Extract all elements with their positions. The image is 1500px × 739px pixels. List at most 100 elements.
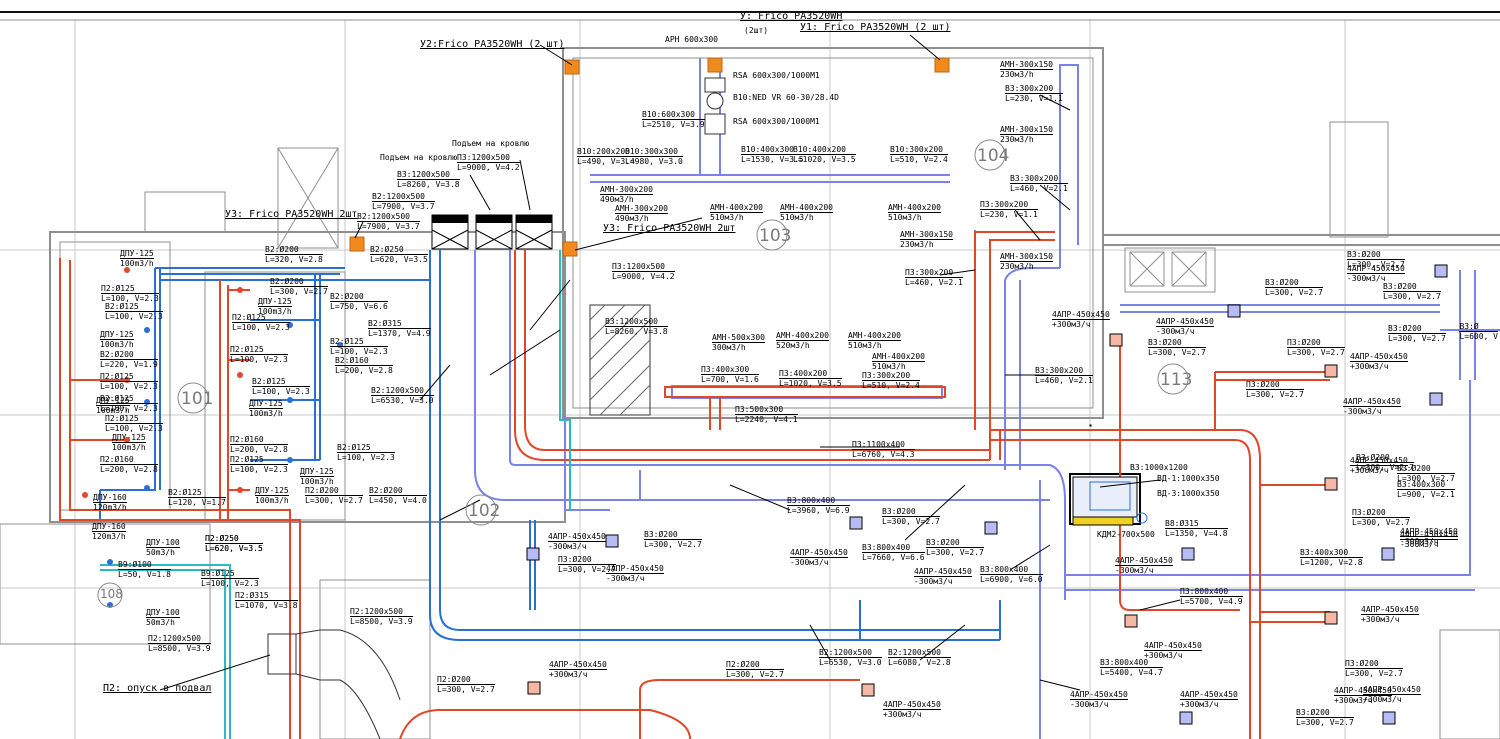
roof-note-1: Подъем на кровлю [380, 153, 458, 162]
duct-label-b3_200r2-size: В3:Ø200 [1265, 278, 1323, 288]
duct-label-vd1-size: ВД-1:1000х350 [1157, 474, 1220, 483]
rsa-label-2: RSA 600x300/1000M1 [733, 117, 820, 126]
grille-label-g5-flow: -300м3/ч [1343, 407, 1382, 416]
duct-label-p3_200r5-size: П3:Ø200 [558, 555, 616, 565]
duct-label-b3_200r8-flow: L=300, V=2.7 [1397, 474, 1455, 483]
zone-label-dpu10-flow: 100m3/h [249, 409, 283, 418]
grille-label-g11: 4АПР-450х450-300м3/ч [548, 532, 606, 551]
zone-label-dpu9-size: ДПУ-125 [258, 297, 292, 307]
zone-label-b2_200c-size: В2:Ø200 [100, 350, 158, 360]
zone-label-p2_160b-size: П2:Ø160 [230, 435, 288, 445]
zone-label-b2_125f-flow: L=100, V=2.3 [337, 453, 395, 462]
air-handling-unit [267, 629, 401, 739]
apn-label: АРН 600х300 [665, 35, 718, 44]
duct-label-b9_100-flow: L=50, V=1.8 [118, 570, 171, 579]
duct-label-b2_1200b-flow: L=7900, V=3.7 [357, 222, 420, 231]
grille-label-g17-size: 4АПР-450х450 [790, 548, 848, 558]
room-103: 103 [759, 226, 792, 246]
duct-label-b3_800-flow: L=3960, V=6.9 [787, 506, 850, 515]
duct-label-b3_1200-flow: L=8260, V=3.8 [605, 327, 668, 336]
duct-label-amn1-flow: 490м3/h [600, 195, 634, 204]
grille-label-g17: 4АПР-450х450-300м3/ч [790, 548, 848, 567]
zone-label-p2_160a-flow: L=200, V=2.8 [100, 465, 158, 474]
supply-ducts [59, 231, 1330, 739]
duct-label-b3_800d-flow: L=5400, V=4.7 [1100, 668, 1163, 677]
grille-label-g14: 4АПР-450х450+300м3/ч [883, 700, 941, 719]
duct-label-b2_200b-size: В2:Ø200 [369, 486, 427, 496]
grille-label-g15: 4АПР-450х450+300м3/ч [1144, 641, 1202, 660]
duct-label-b3_200r7-size: В3:Ø200 [1296, 708, 1354, 718]
zone-label-b2_160-flow: L=200, V=2.8 [335, 366, 393, 375]
duct-label-amn13-flow: 510м3/h [872, 362, 906, 371]
duct-label-amn5-size: АМН-400х200 [888, 203, 941, 213]
duct-label-b10_2-size: В10:200х200 [577, 147, 635, 157]
duct-label-p3_300-size: П3:300х200 [862, 371, 920, 381]
grille-label-g16: 4АПР-450х450+300м3/ч [1334, 686, 1392, 705]
grille-label-g5-size: 4АПР-450х450 [1343, 397, 1401, 407]
duct-label-b10_3-size: В10:300х300 [625, 147, 683, 157]
zone-label-p2_125d-flow: L=100, V=2.3 [232, 323, 290, 332]
zone-label-p2_200c-size: П2:Ø200 [305, 486, 363, 496]
zone-label-p2_125b-size: П2:Ø125 [100, 372, 158, 382]
duct-label-b10_6-flow: L=510, V=2.4 [890, 155, 948, 164]
room-104: 104 [977, 146, 1010, 166]
duct-label-amn7-flow: 230м3/h [1000, 135, 1034, 144]
unit-u3a-label: У3: Frico PA3520WH 2шт [225, 209, 358, 220]
duct-label-b2_250-flow: L=620, V=3.5 [370, 255, 428, 264]
duct-label-amn3-flow: 510м3/h [710, 213, 744, 222]
duct-label-p2_200b-flow: L=300, V=2.7 [726, 670, 784, 679]
grille-label-g5: 4АПР-450х450-300м3/ч [1343, 397, 1401, 416]
basement-note: П2: опуск в подвал [103, 683, 212, 694]
sheet-border-top [0, 11, 1500, 13]
duct-label-p2_1200b-flow: L=8500, V=3.9 [148, 644, 211, 653]
duct-label-b3_r2-flow: L=460, V=2.1 [1010, 184, 1068, 193]
duct-label-b3_r_edge-flow: L=600, V [1459, 332, 1498, 341]
duct-label-b3_200a-flow: L=300, V=2.7 [882, 517, 940, 526]
grille-symbols [526, 264, 1448, 725]
grille-label-g10-size: 4АПР-450х450 [1070, 690, 1128, 700]
grille-label-g3-size: 4АПР-450х450 [1347, 264, 1405, 274]
zone-label-b2_125b-size: В2:Ø125 [100, 394, 158, 404]
duct-label-b2_1200e-size: В2:1200х500 [888, 648, 951, 658]
duct-label-amn10-size: АМН-500х300 [712, 333, 765, 343]
duct-label-b3_r2-size: В3:300х200 [1010, 174, 1068, 184]
zone-label-b2_125f-size: В2:Ø125 [337, 443, 395, 453]
duct-label-b2_200b-flow: L=450, V=4.0 [369, 496, 427, 505]
duct-label-b2_1200e-flow: L=6080, V=2.8 [888, 658, 951, 667]
duct-label-b2_1200d-size: В2:1200х500 [819, 648, 882, 658]
zone-label-p2_250b-size: П2:Ø250 [205, 534, 263, 544]
duct-label-p3_200r3-flow: L=300, V=2.7 [1352, 518, 1410, 527]
grille-label-g3: 4АПР-450х450-300м3/ч [1347, 264, 1405, 283]
zone-label-dpu4-flow: 100m3/h [112, 443, 146, 452]
grille-label-g20-flow: -300м3/ч [1400, 540, 1439, 549]
grille-label-g16-size: 4АПР-450х450 [1334, 686, 1392, 696]
